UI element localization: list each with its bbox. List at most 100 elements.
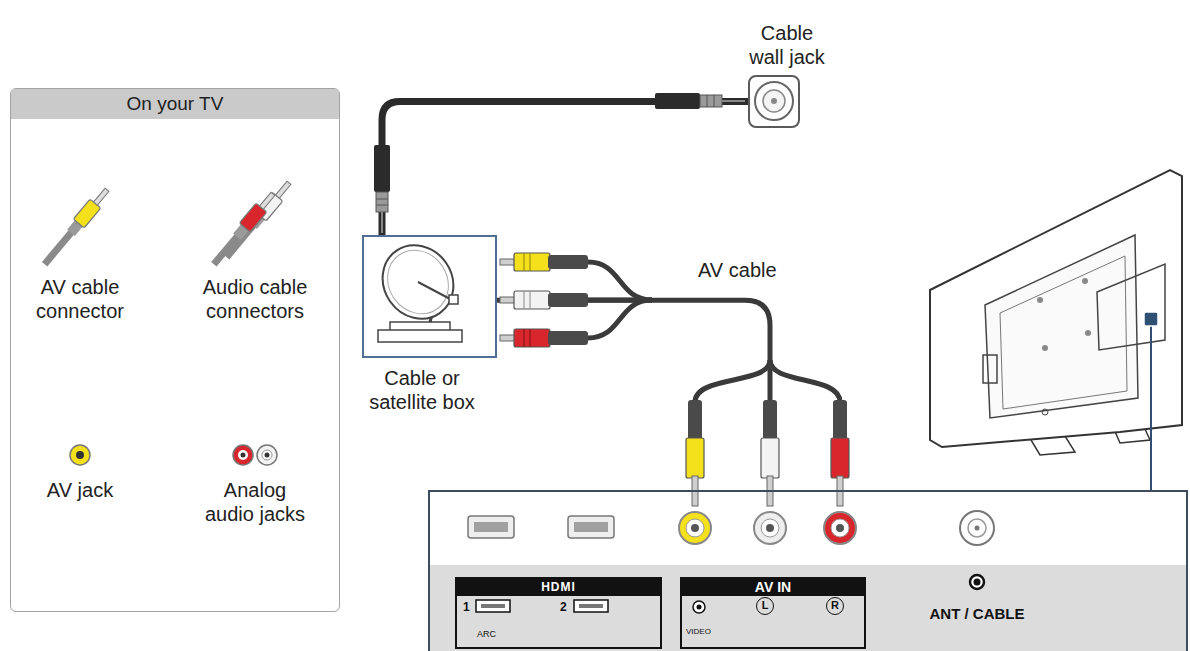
group-heading: HDMI (457, 579, 660, 596)
panel-strip (430, 565, 1188, 651)
hdmi-port (468, 516, 614, 538)
tv-illustration (1000, 256, 1127, 409)
coax-plug (374, 145, 390, 233)
av-plug-icon (94, 188, 109, 205)
coax-plug (707, 95, 708, 107)
rca-jack (831, 519, 849, 537)
port-label: ANT / CABLE (902, 605, 1052, 623)
rca-jack (824, 512, 856, 544)
port-symbol (579, 604, 603, 608)
rca-jack (679, 512, 856, 544)
hdmi-port (468, 516, 514, 538)
av-cable-wires (588, 262, 652, 300)
rca-jack (836, 524, 844, 532)
coax-socket (771, 98, 777, 104)
hdmi-port (474, 522, 508, 532)
tv-illustration (1037, 297, 1043, 303)
coax-jack (960, 511, 994, 545)
rca-plug (524, 329, 525, 347)
coax-socket (755, 82, 793, 120)
audio-jack-icon (238, 450, 248, 460)
rca-plug (548, 255, 588, 269)
jack-panel: ANT / CABLEHDMI1ARC2AV INVIDEOLR (428, 490, 1188, 651)
rca-jack (679, 512, 711, 544)
coax-plug (655, 93, 700, 109)
audio-plug-icon (276, 181, 291, 198)
port-symbol (574, 600, 608, 612)
coax-jack (974, 579, 981, 586)
hdmi-port (574, 522, 608, 532)
coax-jack (960, 511, 994, 589)
port-symbol (481, 604, 505, 608)
av-jack-icon (70, 445, 90, 465)
coax-plug (381, 212, 383, 233)
audio-plug-icon (221, 178, 294, 261)
port-number: 2 (560, 599, 567, 615)
av-cable-wires (588, 300, 652, 338)
av-plug-icon (39, 185, 112, 268)
zoom-leader (1150, 326, 1152, 490)
satellite-dish (375, 238, 460, 325)
av-jack-icon (70, 445, 90, 465)
wall-jack-box: Cable wall jack (748, 75, 800, 128)
coax-plug (722, 100, 745, 102)
rca-jack (691, 524, 699, 532)
rca-plug (514, 291, 550, 309)
rca-plug (524, 253, 525, 271)
rca-plug (831, 438, 849, 478)
coax-plug (374, 145, 390, 192)
coax-plug (700, 95, 722, 107)
zoom-leader (1144, 312, 1158, 326)
port-symbol (693, 601, 705, 613)
coax-plug (655, 93, 745, 109)
port-symbol (697, 605, 702, 610)
part-label: Audio cable connectors (190, 275, 320, 323)
audio-jack-icon (265, 453, 270, 458)
tv-illustration (1082, 278, 1088, 284)
port-letter: R (826, 597, 844, 615)
satellite-dish (418, 282, 452, 300)
cable-box: Cable or satellite box (362, 235, 497, 358)
satellite-dish (368, 231, 467, 342)
part-label: AV cable connector (20, 275, 140, 323)
zoom-leader (1144, 312, 1158, 490)
av-plug-icon (45, 231, 73, 264)
node-heading: Cable or satellite box (357, 366, 487, 414)
coax-jack (975, 526, 980, 531)
coax-jack (970, 575, 984, 589)
hdmi-port (568, 516, 614, 538)
panel-heading: On your TV (11, 89, 339, 119)
tv-illustration (930, 170, 1182, 447)
group-heading: AV IN (682, 579, 864, 596)
av-cable-wires (695, 360, 770, 402)
port-symbol (476, 600, 705, 613)
av-jack-icon (76, 451, 84, 459)
part-label: Analog audio jacks (200, 478, 310, 526)
rca-jack (761, 519, 779, 537)
part-label: AV jack (20, 478, 140, 502)
rca-plug (761, 438, 779, 478)
satellite-dish (378, 330, 462, 342)
audio-jack-icon (241, 453, 246, 458)
port-note: VIDEO (686, 627, 711, 637)
tv-illustration (985, 235, 1138, 418)
audio-jack-icon (233, 445, 277, 465)
tv-illustration (930, 170, 1182, 455)
audio-plug-icon (208, 189, 278, 268)
tv-illustration (1097, 264, 1165, 350)
rca-plug (514, 253, 550, 271)
rca-jack (686, 519, 704, 537)
audio-jack-icon (262, 450, 272, 460)
rca-plug (524, 291, 525, 309)
av-cable-wires (588, 298, 652, 303)
cable-connector (497, 300, 770, 490)
rca-plug (530, 253, 531, 271)
audio-plug-icon (214, 235, 238, 264)
rca-plug (548, 293, 588, 307)
satellite-dish (368, 231, 467, 332)
av-cable-wires (588, 262, 840, 402)
coax-plug (376, 199, 388, 200)
tv-illustration (1085, 330, 1091, 336)
legend-panel: On your TV (10, 88, 340, 612)
tv-illustration (1042, 409, 1048, 415)
